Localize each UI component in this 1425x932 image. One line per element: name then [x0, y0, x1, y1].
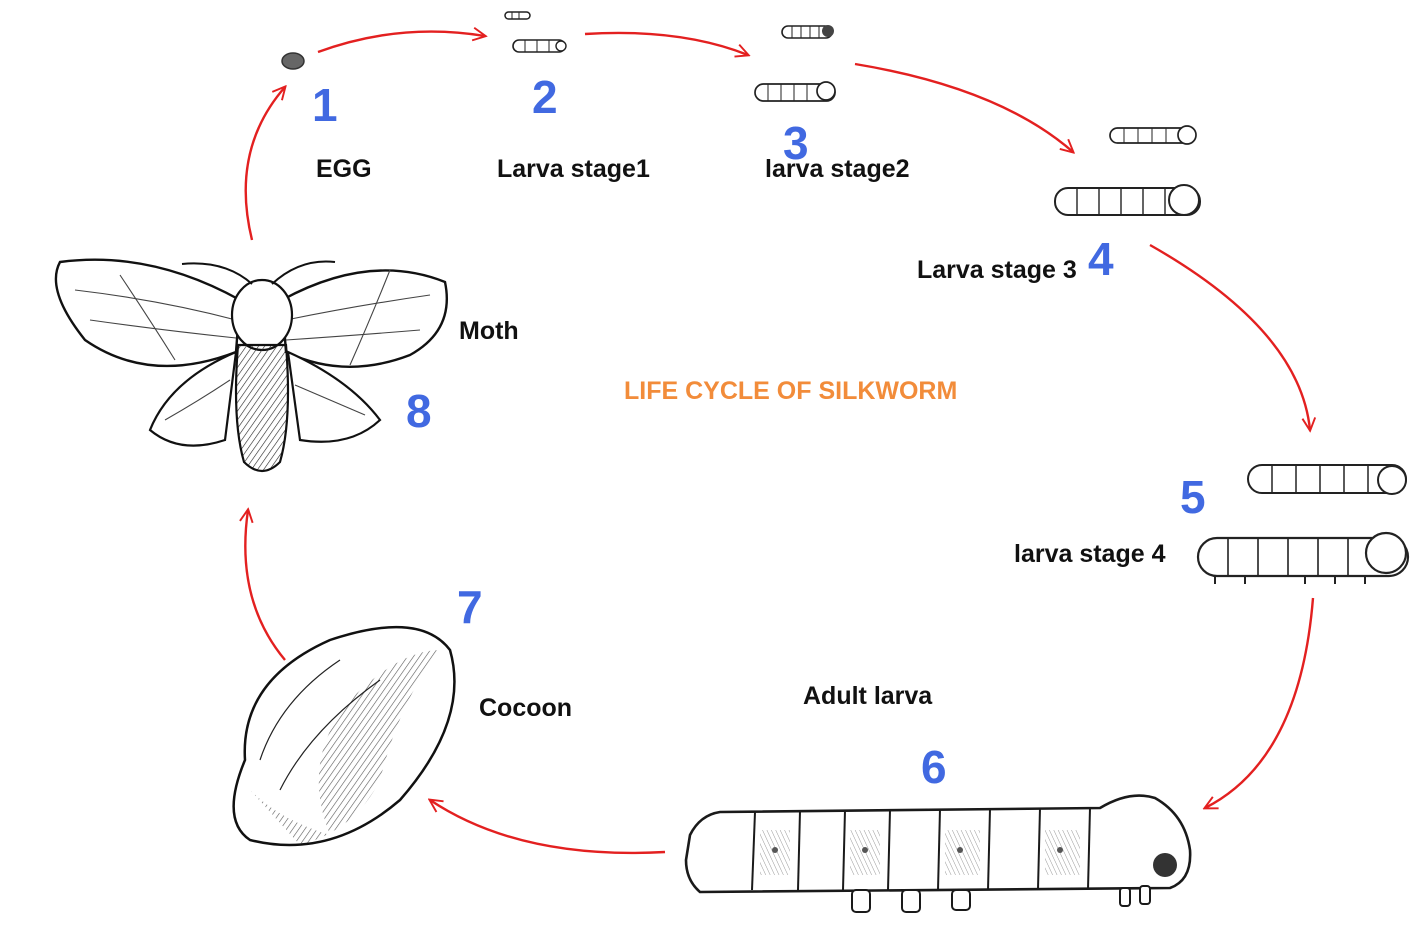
arrow-5-to-6 [1205, 597, 1315, 808]
arrow-8-to-1 [244, 87, 285, 241]
stage-label-moth: Moth [459, 317, 519, 345]
cycle-arrows [244, 31, 1315, 855]
arrow-6-to-7 [430, 800, 666, 855]
egg-icon [281, 52, 305, 70]
stage-number-6: 6 [921, 741, 947, 793]
cocoon-icon [232, 625, 456, 847]
arrow-7-to-8 [245, 510, 286, 661]
larva-stage2-icon [754, 25, 836, 102]
arrow-1-to-2 [317, 32, 485, 54]
stage-number-4: 4 [1088, 233, 1114, 285]
arrow-4-to-5 [1149, 243, 1310, 430]
stage-label-larva-stage3: Larva stage 3 [917, 256, 1077, 284]
stage-number-1: 1 [312, 79, 338, 131]
stage-label-larva-stage4: larva stage 4 [1014, 540, 1166, 568]
stage-number-2: 2 [532, 71, 558, 123]
stage-label-adult-larva: Adult larva [803, 682, 933, 710]
stage-label-cocoon: Cocoon [479, 694, 573, 722]
arrow-3-to-4 [854, 62, 1073, 152]
stage-number-7: 7 [457, 581, 483, 633]
stage-label-larva-stage1: Larva stage1 [497, 155, 650, 183]
small-larva-icon [504, 11, 567, 53]
arrow-2-to-3 [584, 31, 748, 55]
stage-number-8: 8 [406, 385, 432, 437]
larva-stage3-icon [1054, 125, 1201, 216]
stage-number-5: 5 [1180, 471, 1206, 523]
stage-number-3: 3 [783, 117, 809, 169]
stage-label-larva-stage2: larva stage2 [765, 155, 910, 183]
diagram-title: LIFE CYCLE OF SILKWORM [624, 377, 958, 405]
larva-stage4-icon [1196, 464, 1410, 584]
moth-icon [54, 258, 448, 473]
stage-label-egg: EGG [316, 155, 372, 183]
adult-larva-icon [684, 794, 1192, 913]
